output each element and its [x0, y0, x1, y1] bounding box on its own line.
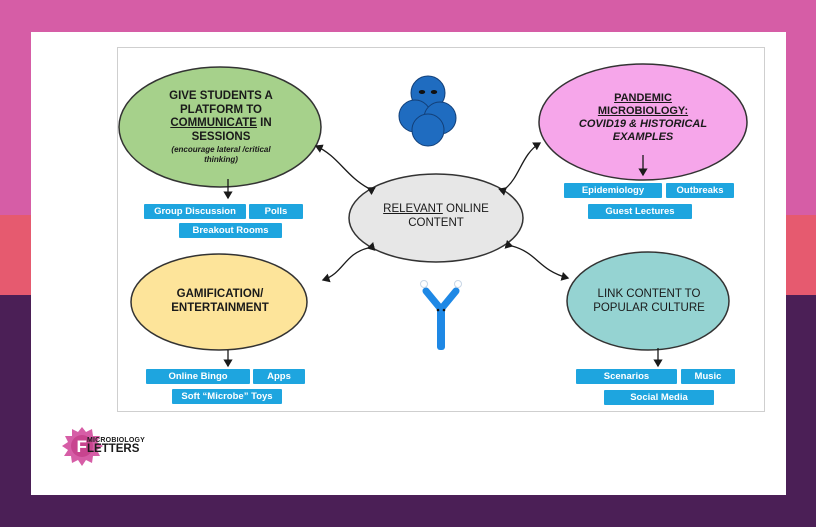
logo-letter: F — [77, 437, 87, 456]
communicate-line-1: GIVE STUDENTS A — [169, 89, 273, 102]
oval-pandemic — [538, 63, 748, 181]
logo-line-1: MICROBIOLOGY — [87, 437, 146, 444]
communicate-line-4: SESSIONS — [191, 131, 251, 144]
communicate-line-6: thinking) — [204, 154, 238, 164]
arrow-center-to-communicate — [314, 144, 376, 196]
tag-online-bingo: Online Bingo — [146, 369, 250, 384]
oval-gamification-text: GAMIFICATION/ ENTERTAINMENT — [138, 278, 302, 326]
tag-scenarios: Scenarios — [576, 369, 677, 384]
culture-line-1: LINK CONTENT TO — [597, 288, 701, 301]
center-line-1: RELEVANT ONLINE — [383, 203, 489, 217]
communicate-keyword: COMMUNICATE — [170, 117, 257, 130]
blue-microbe-icon — [398, 75, 457, 147]
tag-outbreaks: Outbreaks — [666, 183, 734, 198]
communicate-line-5: (encourage lateral /critical — [171, 145, 271, 154]
pandemic-line-1: PANDEMIC — [614, 91, 672, 104]
y-shaped-microbe-icon — [420, 280, 462, 350]
logo-splat-icon — [62, 427, 103, 466]
center-line-2: CONTENT — [408, 217, 464, 229]
arrow-center-to-pandemic — [498, 142, 542, 196]
tag-social-media: Social Media — [604, 390, 714, 405]
oval-relevant-content — [348, 173, 524, 263]
tag-polls: Polls — [249, 204, 303, 219]
pandemic-line-2: MICROBIOLOGY: — [597, 104, 689, 117]
tag-epidemiology: Epidemiology — [564, 183, 662, 198]
oval-communicate-text: GIVE STUDENTS A PLATFORM TO COMMUNICATE … — [126, 71, 316, 183]
logo-wordmark: MICROBIOLOGY LETTERS — [87, 437, 145, 456]
gamification-line-1: GAMIFICATION/ — [176, 288, 264, 301]
arrow-center-to-gamification — [321, 242, 376, 283]
tag-group-discussion: Group Discussion — [144, 204, 246, 219]
communicate-line-3: COMMUNICATE IN — [170, 117, 271, 131]
tag-music: Music — [681, 369, 735, 384]
oval-popular-culture-text: LINK CONTENT TO POPULAR CULTURE — [570, 278, 728, 326]
arrow-center-to-culture — [504, 239, 570, 281]
mind-map-diagram: GIVE STUDENTS A PLATFORM TO COMMUNICATE … — [117, 47, 765, 412]
gamification-line-2: ENTERTAINMENT — [171, 302, 269, 314]
microbiology-letters-logo: F — [62, 427, 103, 466]
oval-gamification — [130, 253, 308, 351]
diagram-shapes — [118, 63, 748, 368]
pandemic-line-4: EXAMPLES — [612, 131, 674, 144]
oval-communicate — [118, 66, 322, 188]
culture-line-2: POPULAR CULTURE — [593, 302, 705, 314]
tag-guest-lectures: Guest Lectures — [588, 204, 692, 219]
oval-pandemic-text: PANDEMIC MICROBIOLOGY: COVID19 & HISTORI… — [546, 72, 740, 164]
oval-relevant-content-text: RELEVANT ONLINE CONTENT — [358, 192, 514, 242]
center-line-1-rest: ONLINE — [442, 203, 489, 216]
communicate-line-3-rest: IN — [256, 117, 272, 130]
tag-soft-microbe-toys: Soft “Microbe” Toys — [172, 389, 282, 404]
communicate-line-2: PLATFORM TO — [180, 103, 262, 116]
pandemic-line-3: COVID19 & HISTORICAL — [578, 118, 708, 130]
tag-breakout-rooms: Breakout Rooms — [179, 223, 282, 238]
center-keyword: RELEVANT — [383, 203, 443, 216]
oval-popular-culture — [566, 251, 730, 351]
tag-apps: Apps — [253, 369, 305, 384]
logo-line-2: LETTERS — [87, 443, 140, 455]
